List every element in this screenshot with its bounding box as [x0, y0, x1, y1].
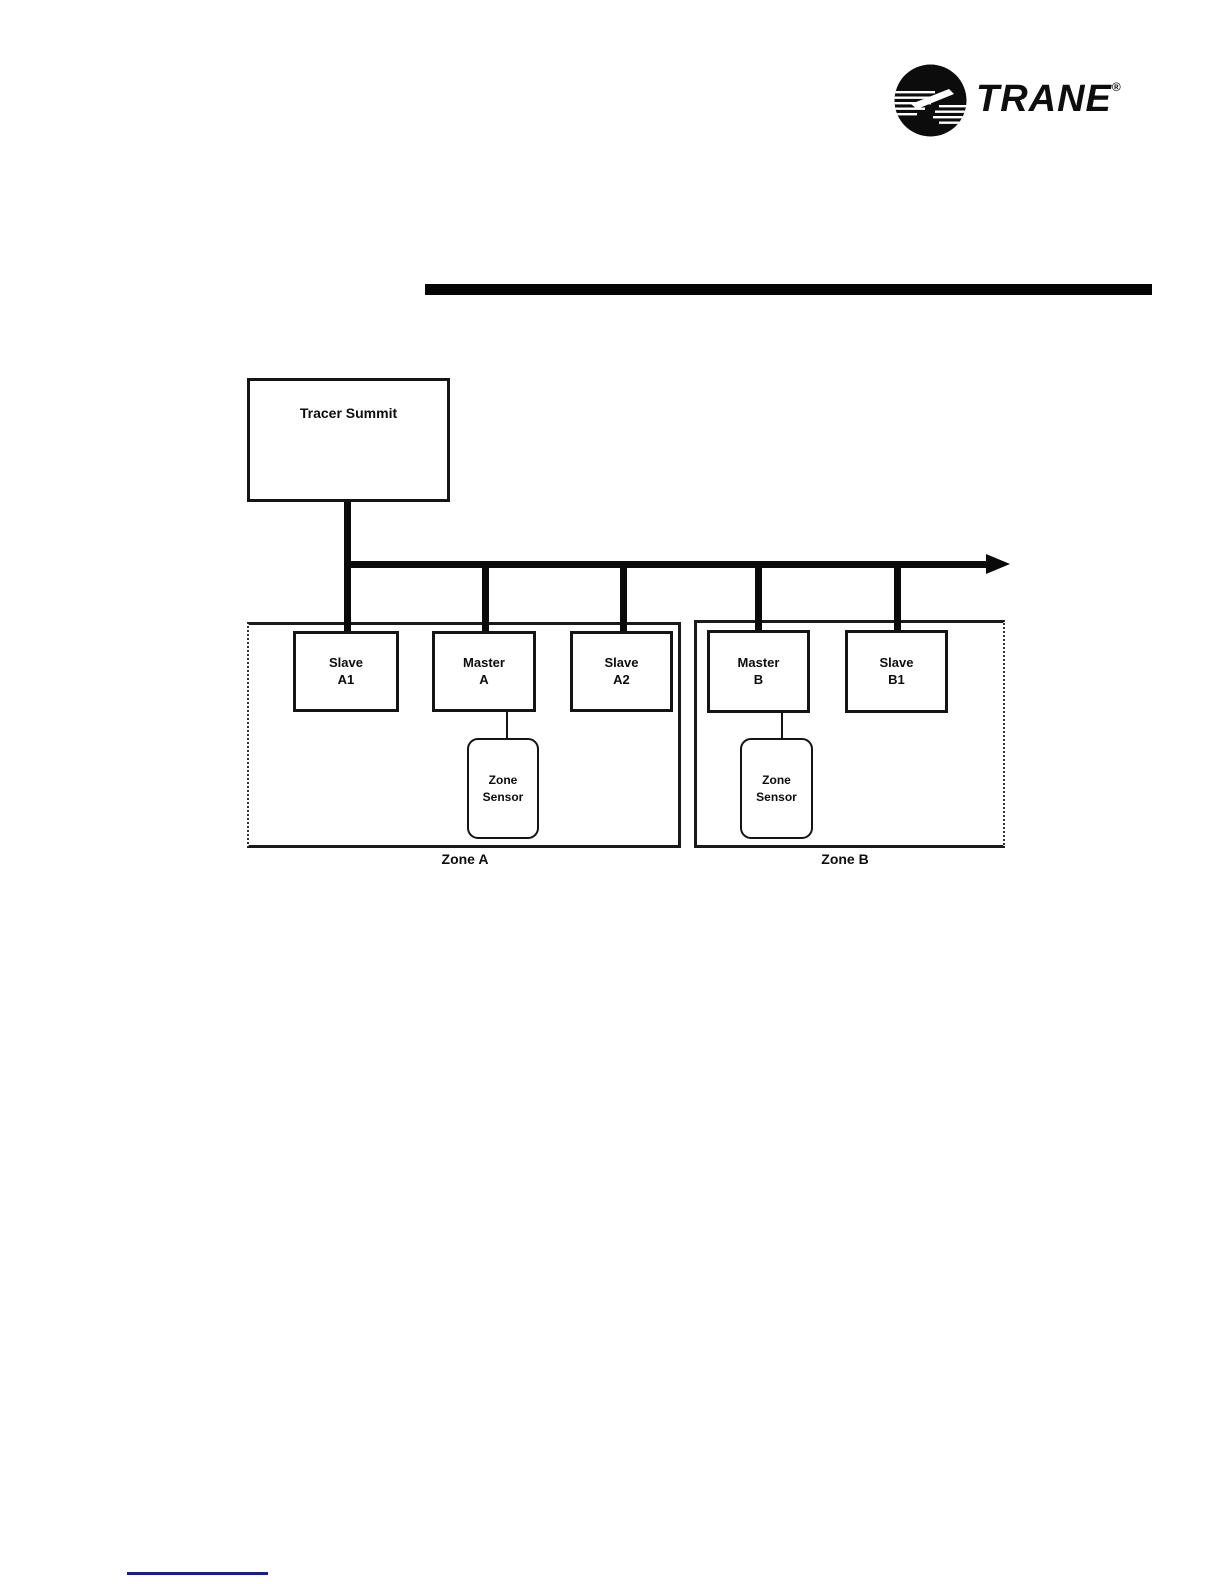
device-node-master-b: Master B: [707, 630, 810, 713]
connector-bus-to-slave-b1: [894, 562, 901, 632]
device-node-slave-a2: Slave A2: [570, 631, 673, 712]
connector-tracer-to-bus: [344, 500, 351, 633]
zone-a-boundary: [247, 622, 681, 848]
connector-master-b-to-sensor: [781, 713, 783, 739]
registered-mark: ®: [1111, 80, 1122, 94]
tracer-summit-label: Tracer Summit: [299, 405, 398, 421]
device-label-line1: Master: [737, 654, 780, 670]
sensor-label-line2: Sensor: [756, 789, 797, 804]
brand-text: TRANE: [976, 78, 1112, 120]
zone-b-caption: Zone B: [821, 851, 869, 867]
sensor-label-line1: Zone: [762, 773, 791, 788]
comm-bus-line: [344, 561, 988, 568]
zone-sensor-b-node: Zone Sensor: [740, 738, 813, 839]
device-label-line1: Slave: [329, 654, 363, 670]
trane-globe-icon: [894, 64, 967, 137]
sensor-label-line2: Sensor: [482, 789, 524, 804]
zone-b-boundary: [694, 620, 1005, 848]
connector-bus-to-master-b: [755, 562, 762, 632]
bus-arrowhead-icon: [986, 554, 1010, 574]
header-rule: [425, 284, 1152, 295]
trane-wordmark: TRANE®: [976, 78, 1122, 121]
connector-master-a-to-sensor: [506, 712, 508, 739]
device-label-line2: A2: [613, 671, 630, 687]
device-label-line2: A1: [337, 671, 355, 687]
device-label-line2: A: [479, 671, 489, 687]
zone-sensor-a-node: Zone Sensor: [467, 738, 539, 839]
sensor-label-line1: Zone: [488, 773, 518, 788]
device-node-slave-b1: Slave B1: [845, 630, 948, 713]
connector-bus-to-slave-a2: [620, 562, 627, 633]
footer-link-rule: [127, 1572, 268, 1575]
device-label-line1: Slave: [879, 654, 914, 670]
connector-bus-to-master-a: [482, 562, 489, 633]
tracer-summit-node: Tracer Summit: [247, 378, 450, 502]
device-label-line1: Master: [463, 654, 505, 670]
zone-a-caption: Zone A: [441, 851, 489, 867]
device-label-line2: B1: [888, 671, 905, 687]
device-node-master-a: Master A: [432, 631, 536, 712]
device-label-line2: B: [753, 671, 764, 687]
device-label-line1: Slave: [604, 654, 639, 670]
device-node-slave-a1: Slave A1: [293, 631, 399, 712]
